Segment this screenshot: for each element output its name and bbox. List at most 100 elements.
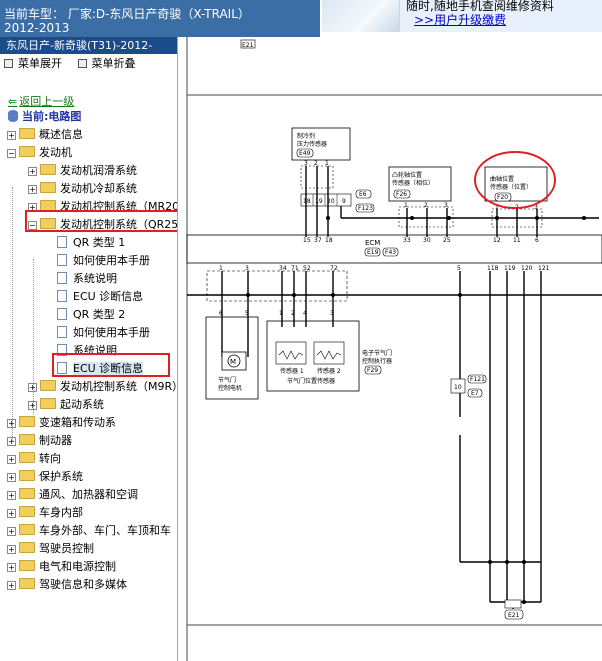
highlight-box-ecu-diag xyxy=(52,353,170,377)
pin-label: 52 xyxy=(303,265,311,272)
refrigerant-sensor-label-2: 压力传感器 xyxy=(297,140,327,148)
expand-toggle-icon[interactable]: + xyxy=(7,455,16,464)
tree-item[interactable]: +发动机冷却系统 xyxy=(28,180,137,198)
pin-10-label: 10 xyxy=(454,384,462,391)
tree-item[interactable]: +通风、加热器和空调 xyxy=(7,486,138,504)
tree-item-label: 系统说明 xyxy=(73,272,117,285)
sensor2-label: 传感器 2 xyxy=(317,367,341,375)
tree-item-label: 驾驶信息和多媒体 xyxy=(39,578,127,591)
folder-icon xyxy=(40,164,56,175)
expand-toggle-icon[interactable]: + xyxy=(7,509,16,518)
pin-label: 15 xyxy=(303,237,311,244)
expand-toggle-icon[interactable]: + xyxy=(28,167,37,176)
pin-label: 34 xyxy=(279,265,287,272)
expand-menu-button[interactable]: 菜单展开 xyxy=(4,54,62,74)
connector-f121: 10 F121 E7 xyxy=(450,374,487,398)
expand-toggle-icon[interactable]: + xyxy=(7,473,16,482)
folder-icon xyxy=(19,470,35,481)
pin-label: 72 xyxy=(330,265,338,272)
pin-label: 3 xyxy=(245,265,249,272)
expand-toggle-icon[interactable]: + xyxy=(7,437,16,446)
tree-item[interactable]: +发动机控制系统（M9R） xyxy=(28,378,177,396)
pin-label: 3 xyxy=(444,202,448,209)
expand-toggle-icon[interactable]: + xyxy=(7,131,16,140)
wires-refrigerant xyxy=(305,166,599,237)
folder-icon xyxy=(19,452,35,463)
ecm-bottom-pins: 1 3 34 71 52 72 5 118 119 120 121 xyxy=(219,265,550,272)
expand-toggle-icon[interactable]: + xyxy=(7,563,16,572)
expand-toggle-icon[interactable]: + xyxy=(7,545,16,554)
pin-label: 5 xyxy=(245,310,249,317)
phone-promo-image xyxy=(322,0,400,32)
tree-item[interactable]: +变速箱和传动系 xyxy=(7,414,116,432)
tree-item[interactable]: +发动机润滑系统 xyxy=(28,162,137,180)
tree-item[interactable]: 系统说明 xyxy=(57,270,117,288)
pin-label: 118 xyxy=(487,265,499,272)
tree-item[interactable]: ECU 诊断信息 xyxy=(57,288,143,306)
document-icon xyxy=(57,362,67,374)
tree-item-label: 电气和电源控制 xyxy=(39,560,116,573)
expand-toggle-icon[interactable]: + xyxy=(7,419,16,428)
cam-sensor: 凸轮轴位置 传感器（相位） F26 1 2 3 xyxy=(388,166,454,228)
crank-sensor: 曲轴位置 传感器（位置） F20 1 2 3 xyxy=(474,151,556,228)
folder-icon xyxy=(19,524,35,535)
ground-top-box xyxy=(240,39,256,49)
tree-item[interactable]: 如何使用本手册 xyxy=(57,324,150,342)
highlight-box-qr25 xyxy=(25,210,177,232)
tree-item[interactable]: QR 类型 2 xyxy=(57,306,125,324)
tree-item[interactable]: −发动机 xyxy=(7,144,72,162)
pin-label: 120 xyxy=(521,265,533,272)
tree-item[interactable]: + 电气和电源控制 xyxy=(7,558,116,576)
tree-item[interactable]: QR 类型 1 xyxy=(57,234,125,252)
tree-item[interactable]: ECU 诊断信息 xyxy=(57,360,144,378)
collapse-toggle-icon[interactable]: − xyxy=(28,221,37,230)
collapse-toggle-icon[interactable]: − xyxy=(7,149,16,158)
tree-item[interactable]: + 车身内部 xyxy=(7,504,83,522)
document-icon xyxy=(57,308,67,320)
folder-icon xyxy=(19,146,35,157)
connector-e6: 18 19 20 9 E6 F123 xyxy=(300,189,375,213)
folder-icon xyxy=(19,578,35,589)
tree-item-label: 车身内部 xyxy=(39,506,83,519)
expand-icon xyxy=(4,59,13,68)
expand-toggle-icon[interactable]: + xyxy=(28,185,37,194)
ecm-conn1: E19 xyxy=(367,249,379,256)
back-link[interactable]: ⇐返回上一级 xyxy=(8,93,74,109)
tree-item[interactable]: −发动机控制系统（QR25 xyxy=(28,216,177,234)
f121-label: F121 xyxy=(470,376,485,383)
upgrade-link[interactable]: >>用户升级缴费 xyxy=(414,13,507,27)
tree-item[interactable]: + 保护系统 xyxy=(7,468,83,486)
tree-item[interactable]: + 驾驶信息和多媒体 xyxy=(7,576,127,594)
sidebar: 东风日产-新奇骏(T31)-2012- 菜单展开 菜单折叠 ⇐返回上一级 当前:… xyxy=(0,37,178,661)
collapse-icon xyxy=(77,59,87,68)
tree-item-label: 驾驶员控制 xyxy=(39,542,94,555)
pin-label: 20 xyxy=(327,198,335,205)
upgrade-banner: 随时,随地手机查阅维修资料 >>用户升级缴费 xyxy=(322,0,602,32)
tree-item-label: 保护系统 xyxy=(39,470,83,483)
expand-toggle-icon[interactable]: + xyxy=(28,383,37,392)
throttle-motor-label-2: 控制电机 xyxy=(218,384,242,392)
tree-item[interactable]: + 驾驶员控制 xyxy=(7,540,94,558)
ecm-block: ECM E19 F43 xyxy=(186,234,602,264)
expand-toggle-icon[interactable]: + xyxy=(7,491,16,500)
pin-label: 6 xyxy=(219,310,223,317)
tree-item[interactable]: +起动系统 xyxy=(28,396,104,414)
tree-guide-line xyxy=(12,187,13,441)
tree-item[interactable]: +概述信息 xyxy=(7,126,83,144)
expand-toggle-icon[interactable]: + xyxy=(28,401,37,410)
wires-ecm-bottom xyxy=(187,271,602,609)
tree-item[interactable]: +车身外部、车门、车顶和车 xyxy=(7,522,171,540)
pin-label: 30 xyxy=(423,237,431,244)
collapse-menu-button[interactable]: 菜单折叠 xyxy=(77,54,136,74)
tree-item[interactable]: +转向 xyxy=(7,450,61,468)
ecm-label: ECM xyxy=(365,239,380,247)
folder-icon xyxy=(19,434,35,445)
ecm-conn2: F43 xyxy=(385,249,396,256)
expand-toggle-icon[interactable]: + xyxy=(7,581,16,590)
tree-item[interactable]: +制动器 xyxy=(7,432,72,450)
pin-label: 1 xyxy=(279,310,283,317)
pin-label: 12 xyxy=(493,237,501,244)
tree-item-label: 如何使用本手册 xyxy=(73,254,150,267)
expand-toggle-icon[interactable]: + xyxy=(7,527,16,536)
tree-item[interactable]: 如何使用本手册 xyxy=(57,252,150,270)
